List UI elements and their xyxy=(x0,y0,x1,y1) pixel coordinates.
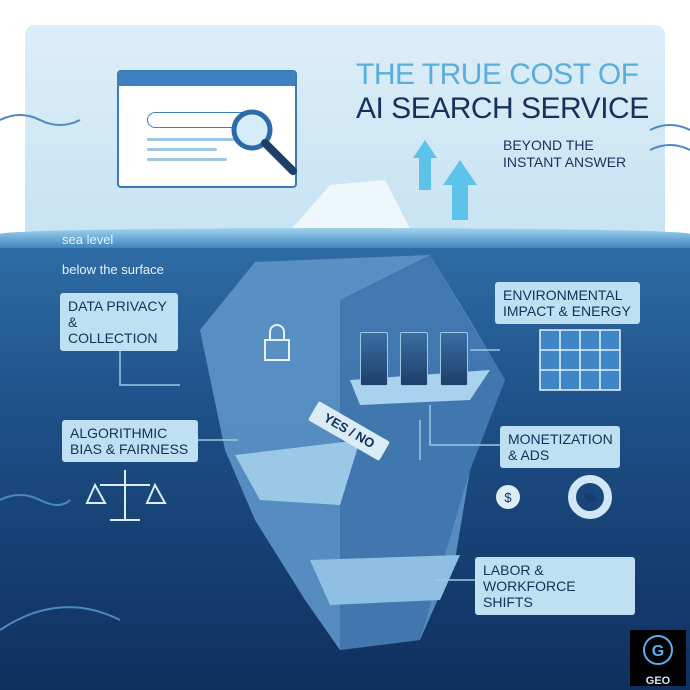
ledge-people xyxy=(235,440,360,505)
brain-logo-icon: G xyxy=(643,635,673,665)
labor-box: LABOR & WORKFORCE SHIFTS xyxy=(475,557,635,615)
result-line xyxy=(147,148,217,151)
result-line xyxy=(147,138,237,141)
privacy-box: DATA PRIVACY & COLLECTION xyxy=(60,293,178,351)
solar-panel-icon xyxy=(539,329,621,391)
svg-text:G: G xyxy=(652,643,664,660)
upload-arrow-icon xyxy=(413,140,477,220)
scales-icon xyxy=(85,470,167,521)
chart-donut-icon: % xyxy=(568,475,612,519)
sea-surface xyxy=(0,228,690,248)
server-rack-icon xyxy=(400,332,428,386)
title-line-1: THE TRUE COST OF xyxy=(356,58,639,91)
padlock-icon xyxy=(264,324,290,361)
title-line-2: AI SEARCH SERVICE xyxy=(356,92,649,125)
environment-box: ENVIRONMENTAL IMPACT & ENERGY xyxy=(495,282,640,324)
bias-box: ALGORITHMIC BIAS & FAIRNESS xyxy=(62,420,198,462)
svg-text:%: % xyxy=(584,490,596,505)
geo-logo: G GEO xyxy=(630,630,686,687)
wave-lines xyxy=(0,114,690,631)
logo-text: GEO xyxy=(645,675,671,687)
browser-toolbar xyxy=(119,72,295,86)
svg-text:$: $ xyxy=(504,490,512,505)
result-line xyxy=(147,158,227,161)
money-bag-icon: $ xyxy=(496,485,520,509)
server-rack-icon xyxy=(360,332,388,386)
subtitle-line-1: BEYOND THE xyxy=(503,137,594,153)
below-surface-label: below the surface xyxy=(62,262,164,277)
magnifier-icon xyxy=(231,109,297,175)
connector-lines xyxy=(119,335,500,581)
ledge-labor xyxy=(310,555,460,605)
monetization-box: MONETIZATION & ADS xyxy=(500,426,620,468)
subtitle-line-2: INSTANT ANSWER xyxy=(503,154,627,170)
sea-level-label: sea level xyxy=(62,232,114,247)
server-rack-icon xyxy=(440,332,468,386)
